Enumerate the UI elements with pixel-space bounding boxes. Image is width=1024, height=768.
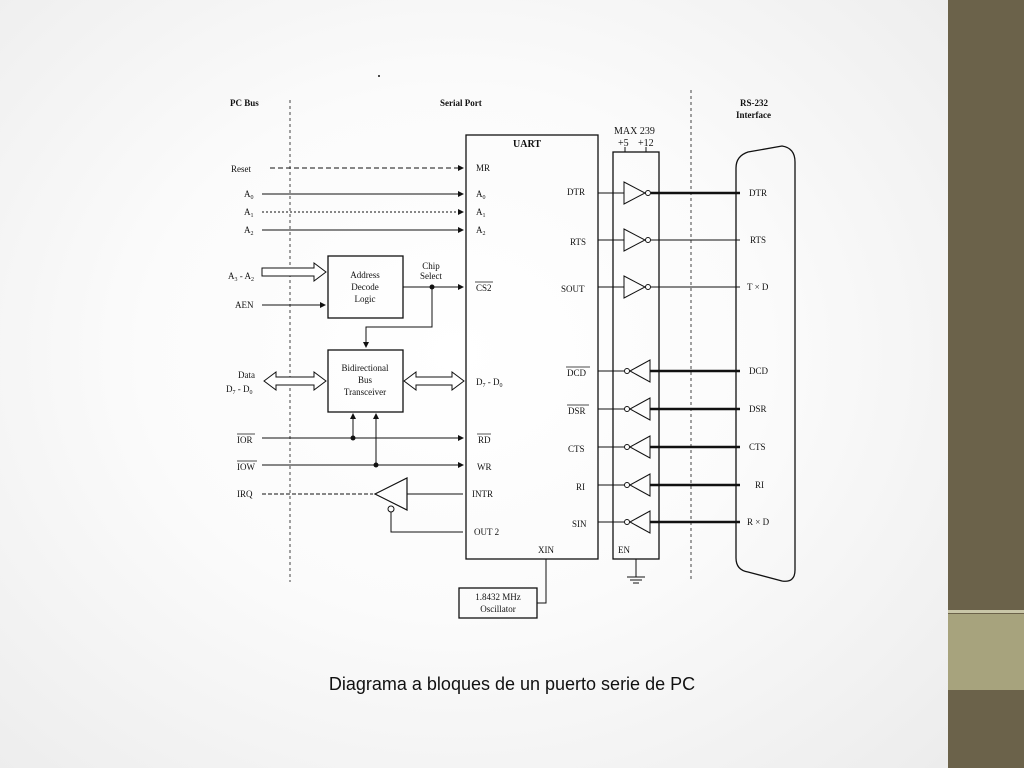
out2-wire [390,512,463,533]
uart-sout: SOUT [561,284,585,294]
uart-dtr: DTR [567,187,585,197]
uart-title: UART [513,139,541,150]
max239-block [612,151,660,560]
iow-label: IOW [237,462,255,472]
receiver-cts [598,435,740,459]
receiver-ri [598,473,740,497]
data-bus-pc-arrow [263,371,327,391]
rs232-txd: T × D [747,282,769,292]
data-bits-label: D7 - D0 [226,384,253,396]
uart-dsr: DSR [568,406,586,416]
uart-rts: RTS [570,237,586,247]
address-decode-line3: Logic [355,294,376,304]
rs232-ri: RI [755,480,764,490]
data-label: Data [238,370,255,380]
uart-mr: MR [476,163,490,173]
serial-port-header: Serial Port [440,98,482,108]
driver-dtr [598,181,740,205]
stray-dot [378,75,380,77]
address-decode-line1: Address [350,270,380,280]
uart-dcd: DCD [567,368,587,378]
receiver-dcd [598,359,740,383]
chip-select-line2: Select [420,271,442,281]
caption-text: Diagrama a bloques de un puerto serie de… [328,674,696,694]
uart-wr: WR [477,462,492,472]
uart-sin: SIN [572,519,587,529]
uart-xin: XIN [538,545,554,555]
max239-plus12: +12 [638,138,654,149]
address-bus-label: A3 - A2 [228,271,254,283]
sidebar-accent-block [948,614,1024,690]
max239-plus5: +5 [618,138,629,149]
receiver-sin [598,510,740,534]
irq-buffer [373,477,408,511]
cs-to-transceiver-wire [363,287,433,348]
transceiver-line2: Bus [358,375,373,385]
max239-en: EN [618,545,630,555]
rs232-dtr: DTR [749,188,767,198]
ior-label: IOR [237,435,253,445]
chip-select-line1: Chip [422,261,440,271]
bus-transceiver-block [327,349,404,413]
uart-ri: RI [576,482,585,492]
uart-a1: A1 [476,207,486,219]
serial-port-block-diagram: PC Bus Serial Port RS-232 Interface UART… [226,75,796,619]
receiver-dsr [598,397,740,421]
a1-label: A1 [244,207,254,219]
slide-background [0,0,948,768]
address-bus-arrow [261,262,327,282]
uart-block [465,134,599,560]
rs232-header-line2: Interface [736,110,771,120]
rs232-rts: RTS [750,235,766,245]
driver-sout [598,275,740,299]
rs232-rxd: R × D [747,517,770,527]
uart-cs2: CS2 [476,283,492,293]
a0-label: A0 [244,189,254,201]
oscillator-line1: 1.8432 MHz [475,592,521,602]
uart-data: D7 - D0 [476,377,503,389]
uart-a2: A2 [476,225,486,237]
rs232-dsr: DSR [749,404,767,414]
pc-bus-header: PC Bus [230,98,259,108]
rs232-dcd: DCD [749,366,769,376]
oscillator-line2: Oscillator [480,604,516,614]
db-connector [735,145,796,582]
transceiver-line3: Transceiver [344,387,386,397]
irq-label: IRQ [237,489,253,499]
oscillator-wire [537,559,547,604]
uart-intr: INTR [472,489,493,499]
slide-caption: Diagrama a bloques de un puerto serie de… [0,674,1024,695]
rs232-header-line1: RS-232 [740,98,769,108]
sidebar-divider [948,610,1024,613]
uart-rd: RD [478,435,491,445]
transceiver-line1: Bidirectional [342,363,389,373]
address-decode-line2: Decode [351,282,378,292]
max239-title: MAX 239 [614,126,655,137]
aen-label: AEN [235,300,254,310]
reset-label: Reset [231,164,251,174]
rs232-cts: CTS [749,442,766,452]
a2-label: A2 [244,225,254,237]
uart-cts: CTS [568,444,585,454]
uart-out2: OUT 2 [474,527,499,537]
uart-a0: A0 [476,189,486,201]
driver-rts [598,228,740,252]
data-bus-uart-arrow [403,371,465,391]
